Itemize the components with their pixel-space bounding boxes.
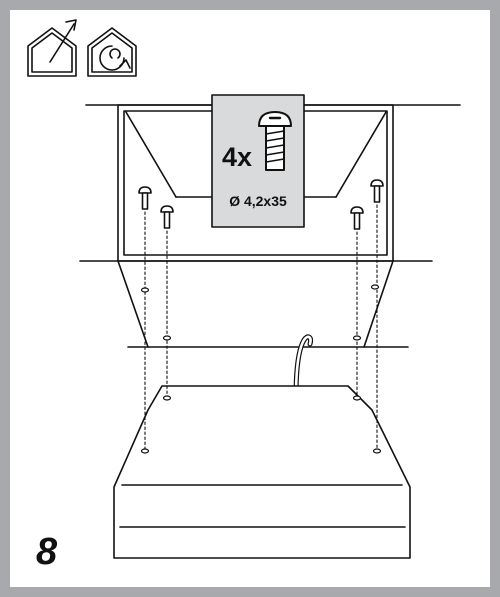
- chimney-cover: [117, 260, 394, 348]
- screw-icon: [370, 179, 384, 203]
- screw-icon: [350, 206, 364, 230]
- screw-quantity: 4x: [222, 142, 252, 172]
- screw-callout: 4x Ø 4,2x35: [211, 94, 305, 228]
- hood-body: [113, 385, 411, 559]
- house-exhaust-icon: [27, 19, 77, 77]
- screw-size: Ø 4,2x35: [229, 193, 287, 209]
- screw-icon: [160, 205, 174, 229]
- screw-icon: [138, 186, 152, 210]
- screw-icon: [258, 111, 292, 171]
- screw-holes: [140, 284, 382, 454]
- house-recirculation-icon: [87, 27, 137, 77]
- step-number: 8: [36, 531, 58, 573]
- alignment-lines: [144, 204, 378, 451]
